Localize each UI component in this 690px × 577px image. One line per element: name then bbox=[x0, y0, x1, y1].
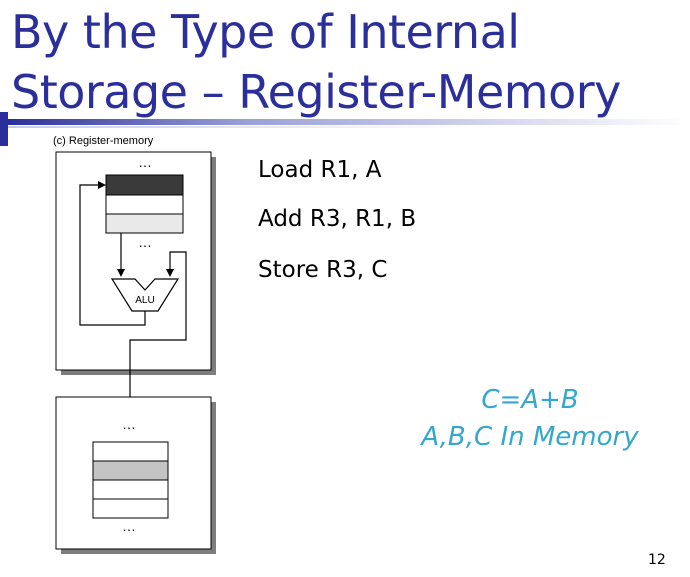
slide-title-line-1: By the Type of Internal bbox=[11, 5, 520, 59]
register-row-light bbox=[105, 213, 184, 234]
title-underline-light bbox=[8, 126, 690, 128]
memory-row bbox=[92, 498, 169, 519]
formula-equation: C=A+B bbox=[481, 385, 579, 415]
diagram-caption: (c) Register-memory bbox=[53, 135, 154, 147]
memory-ellipsis-top: … bbox=[122, 416, 136, 432]
memory-row-highlighted bbox=[92, 460, 169, 481]
memory-row bbox=[92, 441, 169, 462]
formula-note: A,B,C In Memory bbox=[421, 422, 639, 452]
instruction-load: Load R1, A bbox=[258, 157, 382, 183]
slide-title-line-2: Storage – Register-Memory bbox=[11, 65, 621, 119]
alu-result-to-register-arrow bbox=[79, 181, 146, 326]
register-ellipsis-bottom: … bbox=[138, 234, 152, 250]
memory-ellipsis-bottom: … bbox=[122, 518, 136, 534]
register-r1-dark bbox=[105, 174, 184, 196]
page-number: 12 bbox=[648, 552, 666, 568]
title-accent-block bbox=[0, 112, 8, 146]
memory-to-alu-arrow bbox=[129, 251, 187, 482]
memory-row bbox=[92, 479, 169, 500]
register-row bbox=[105, 194, 184, 215]
title-underline-bar bbox=[8, 119, 690, 125]
register-ellipsis-top: … bbox=[138, 154, 152, 170]
alu-block bbox=[110, 278, 180, 312]
instruction-store: Store R3, C bbox=[258, 257, 388, 283]
instruction-add: Add R3, R1, B bbox=[258, 206, 417, 232]
register-memory-diagram: (c) Register-memory … … ALU … … bbox=[53, 135, 216, 554]
alu-label: ALU bbox=[135, 295, 154, 306]
